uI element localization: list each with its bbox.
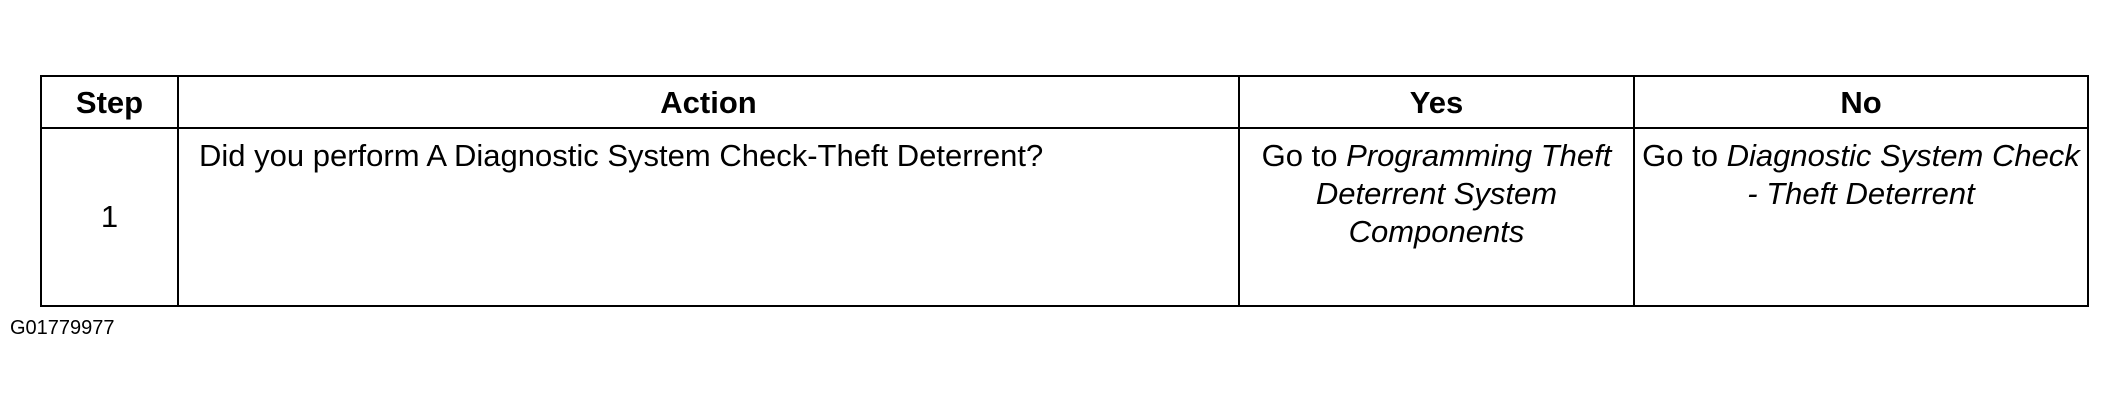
header-yes: Yes — [1238, 75, 1635, 129]
table-header-row: Step Action Yes No — [40, 75, 2089, 129]
no-cell: Go to Diagnostic System Check - Theft De… — [1633, 127, 2089, 307]
yes-cell: Go to Programming Theft Deterrent System… — [1238, 127, 1635, 307]
no-link-diagnostic-system-check[interactable]: Diagnostic System Check - Theft Deterren… — [1726, 138, 2080, 211]
diagnostic-table-container: Step Action Yes No 1 Did you perform A D… — [40, 75, 2089, 307]
table-row: 1 Did you perform A Diagnostic System Ch… — [40, 127, 2089, 307]
action-text: Did you perform A Diagnostic System Chec… — [177, 127, 1240, 307]
diagnostic-table: Step Action Yes No 1 Did you perform A D… — [40, 75, 2089, 307]
header-action: Action — [177, 75, 1240, 129]
yes-link-programming-theft-deterrent[interactable]: Programming Theft Deterrent System Compo… — [1315, 138, 1612, 249]
figure-id: G01779977 — [10, 317, 115, 339]
header-step: Step — [40, 75, 179, 129]
step-number: 1 — [40, 127, 179, 307]
yes-prefix: Go to — [1261, 138, 1338, 173]
header-no: No — [1633, 75, 2089, 129]
no-prefix: Go to — [1642, 138, 1718, 173]
